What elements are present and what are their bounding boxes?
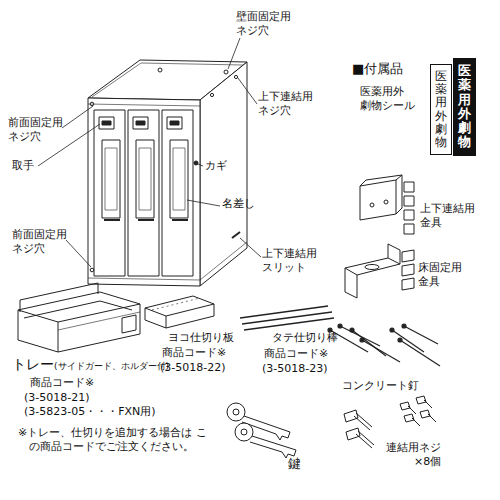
- part-label: (3-5823-05・・・FXN用): [24, 405, 156, 419]
- part-label: ■付属品: [352, 61, 403, 77]
- part-label: (3-5018-23): [262, 362, 328, 376]
- part-label: 商品コード※: [162, 346, 226, 360]
- part-label: トレー: [12, 356, 54, 374]
- vertical-rods: [240, 306, 334, 330]
- part-label: ※トレー、仕切りを追加する場合は この商品コードでご注文ください。: [18, 426, 209, 454]
- part-label: 上下連結用 金具: [420, 202, 477, 230]
- warning-seal: 医薬用外劇物: [453, 58, 476, 156]
- part-label: (3-5018-22): [160, 361, 226, 375]
- part-label: 上下連結用 ネジ穴: [258, 90, 315, 118]
- tray: [18, 283, 140, 352]
- door: [162, 110, 193, 276]
- part-label: 床固定用 金具: [418, 261, 475, 289]
- door: [128, 110, 159, 276]
- nails: [328, 324, 440, 366]
- part-label: コンクリート釘: [342, 379, 419, 393]
- warning-seal: 医薬用外劇物: [430, 64, 452, 155]
- part-label: 上下連結用 スリット: [262, 247, 319, 275]
- leader-lines: [38, 38, 261, 267]
- part-label: 商品コード※: [30, 376, 94, 390]
- screws: [344, 396, 436, 448]
- part-label: 壁面固定用 ネジ穴: [236, 10, 293, 38]
- seal-text: 医薬用外劇物: [458, 64, 471, 150]
- floor-bracket: [345, 244, 414, 298]
- keyhole: [194, 161, 198, 165]
- part-label: 前面固定用 ネジ穴: [12, 228, 69, 256]
- keys: [227, 403, 296, 458]
- horizontal-divider: [145, 296, 214, 328]
- part-label: 前面固定用 ネジ穴: [8, 116, 65, 144]
- part-label: タテ仕切り棒: [272, 331, 338, 345]
- part-label: 名差し: [222, 197, 255, 211]
- part-label: (3-5018-21): [24, 391, 90, 405]
- part-label: (サイドガード、ホルダー付): [54, 361, 169, 372]
- seal-text: 医薬用外劇物: [435, 70, 447, 149]
- part-label: 商品コード※: [264, 347, 328, 361]
- part-label: 鍵: [288, 456, 301, 472]
- door: [94, 110, 125, 276]
- connection-bracket: [360, 175, 414, 234]
- part-label: 連結用ネジ ×8個: [384, 441, 441, 469]
- part-label: 取手: [12, 159, 34, 173]
- part-label: 医薬用外 劇物シール: [360, 85, 416, 113]
- cabinet: [88, 60, 247, 286]
- part-label: ヨコ仕切り板: [168, 331, 234, 345]
- part-label: カギ: [205, 159, 227, 173]
